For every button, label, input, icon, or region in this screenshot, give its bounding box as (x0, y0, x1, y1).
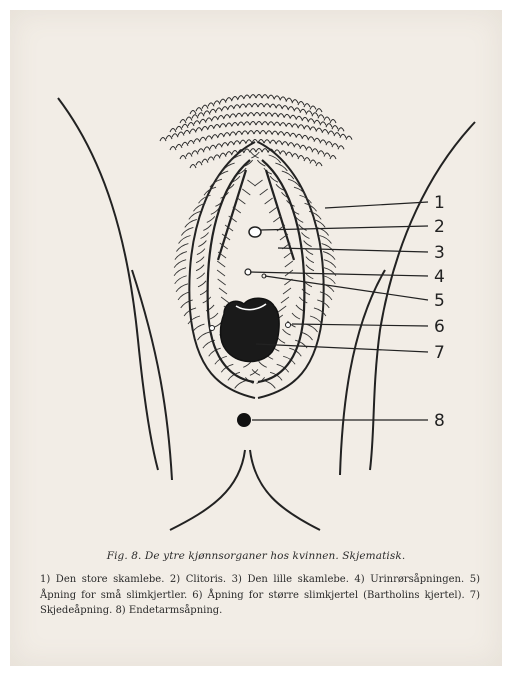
bartholin-opening-left (210, 326, 215, 331)
callout-number: 8 (434, 411, 445, 431)
callout-number: 7 (434, 343, 445, 363)
callout-number: 5 (434, 291, 445, 311)
anal-opening (237, 413, 251, 427)
anatomical-diagram: 1 2 3 4 5 6 7 8 (10, 10, 502, 540)
figure-caption: Fig. 8. De ytre kjønnsorganer hos kvinne… (10, 550, 502, 562)
scanned-page: 1 2 3 4 5 6 7 8 Fig. 8. De ytre kjønnsor… (10, 10, 502, 666)
callout-number: 3 (434, 243, 445, 263)
callout-number: 6 (434, 317, 445, 337)
callout-number: 1 (434, 193, 445, 213)
callout-number: 4 (434, 267, 445, 287)
figure-legend: 1) Den store skamlebe. 2) Clitoris. 3) D… (40, 572, 480, 619)
vaginal-opening (221, 298, 280, 361)
bartholin-opening-right (286, 323, 291, 328)
clitoris-mark (249, 227, 261, 237)
callout-number: 2 (434, 217, 445, 237)
